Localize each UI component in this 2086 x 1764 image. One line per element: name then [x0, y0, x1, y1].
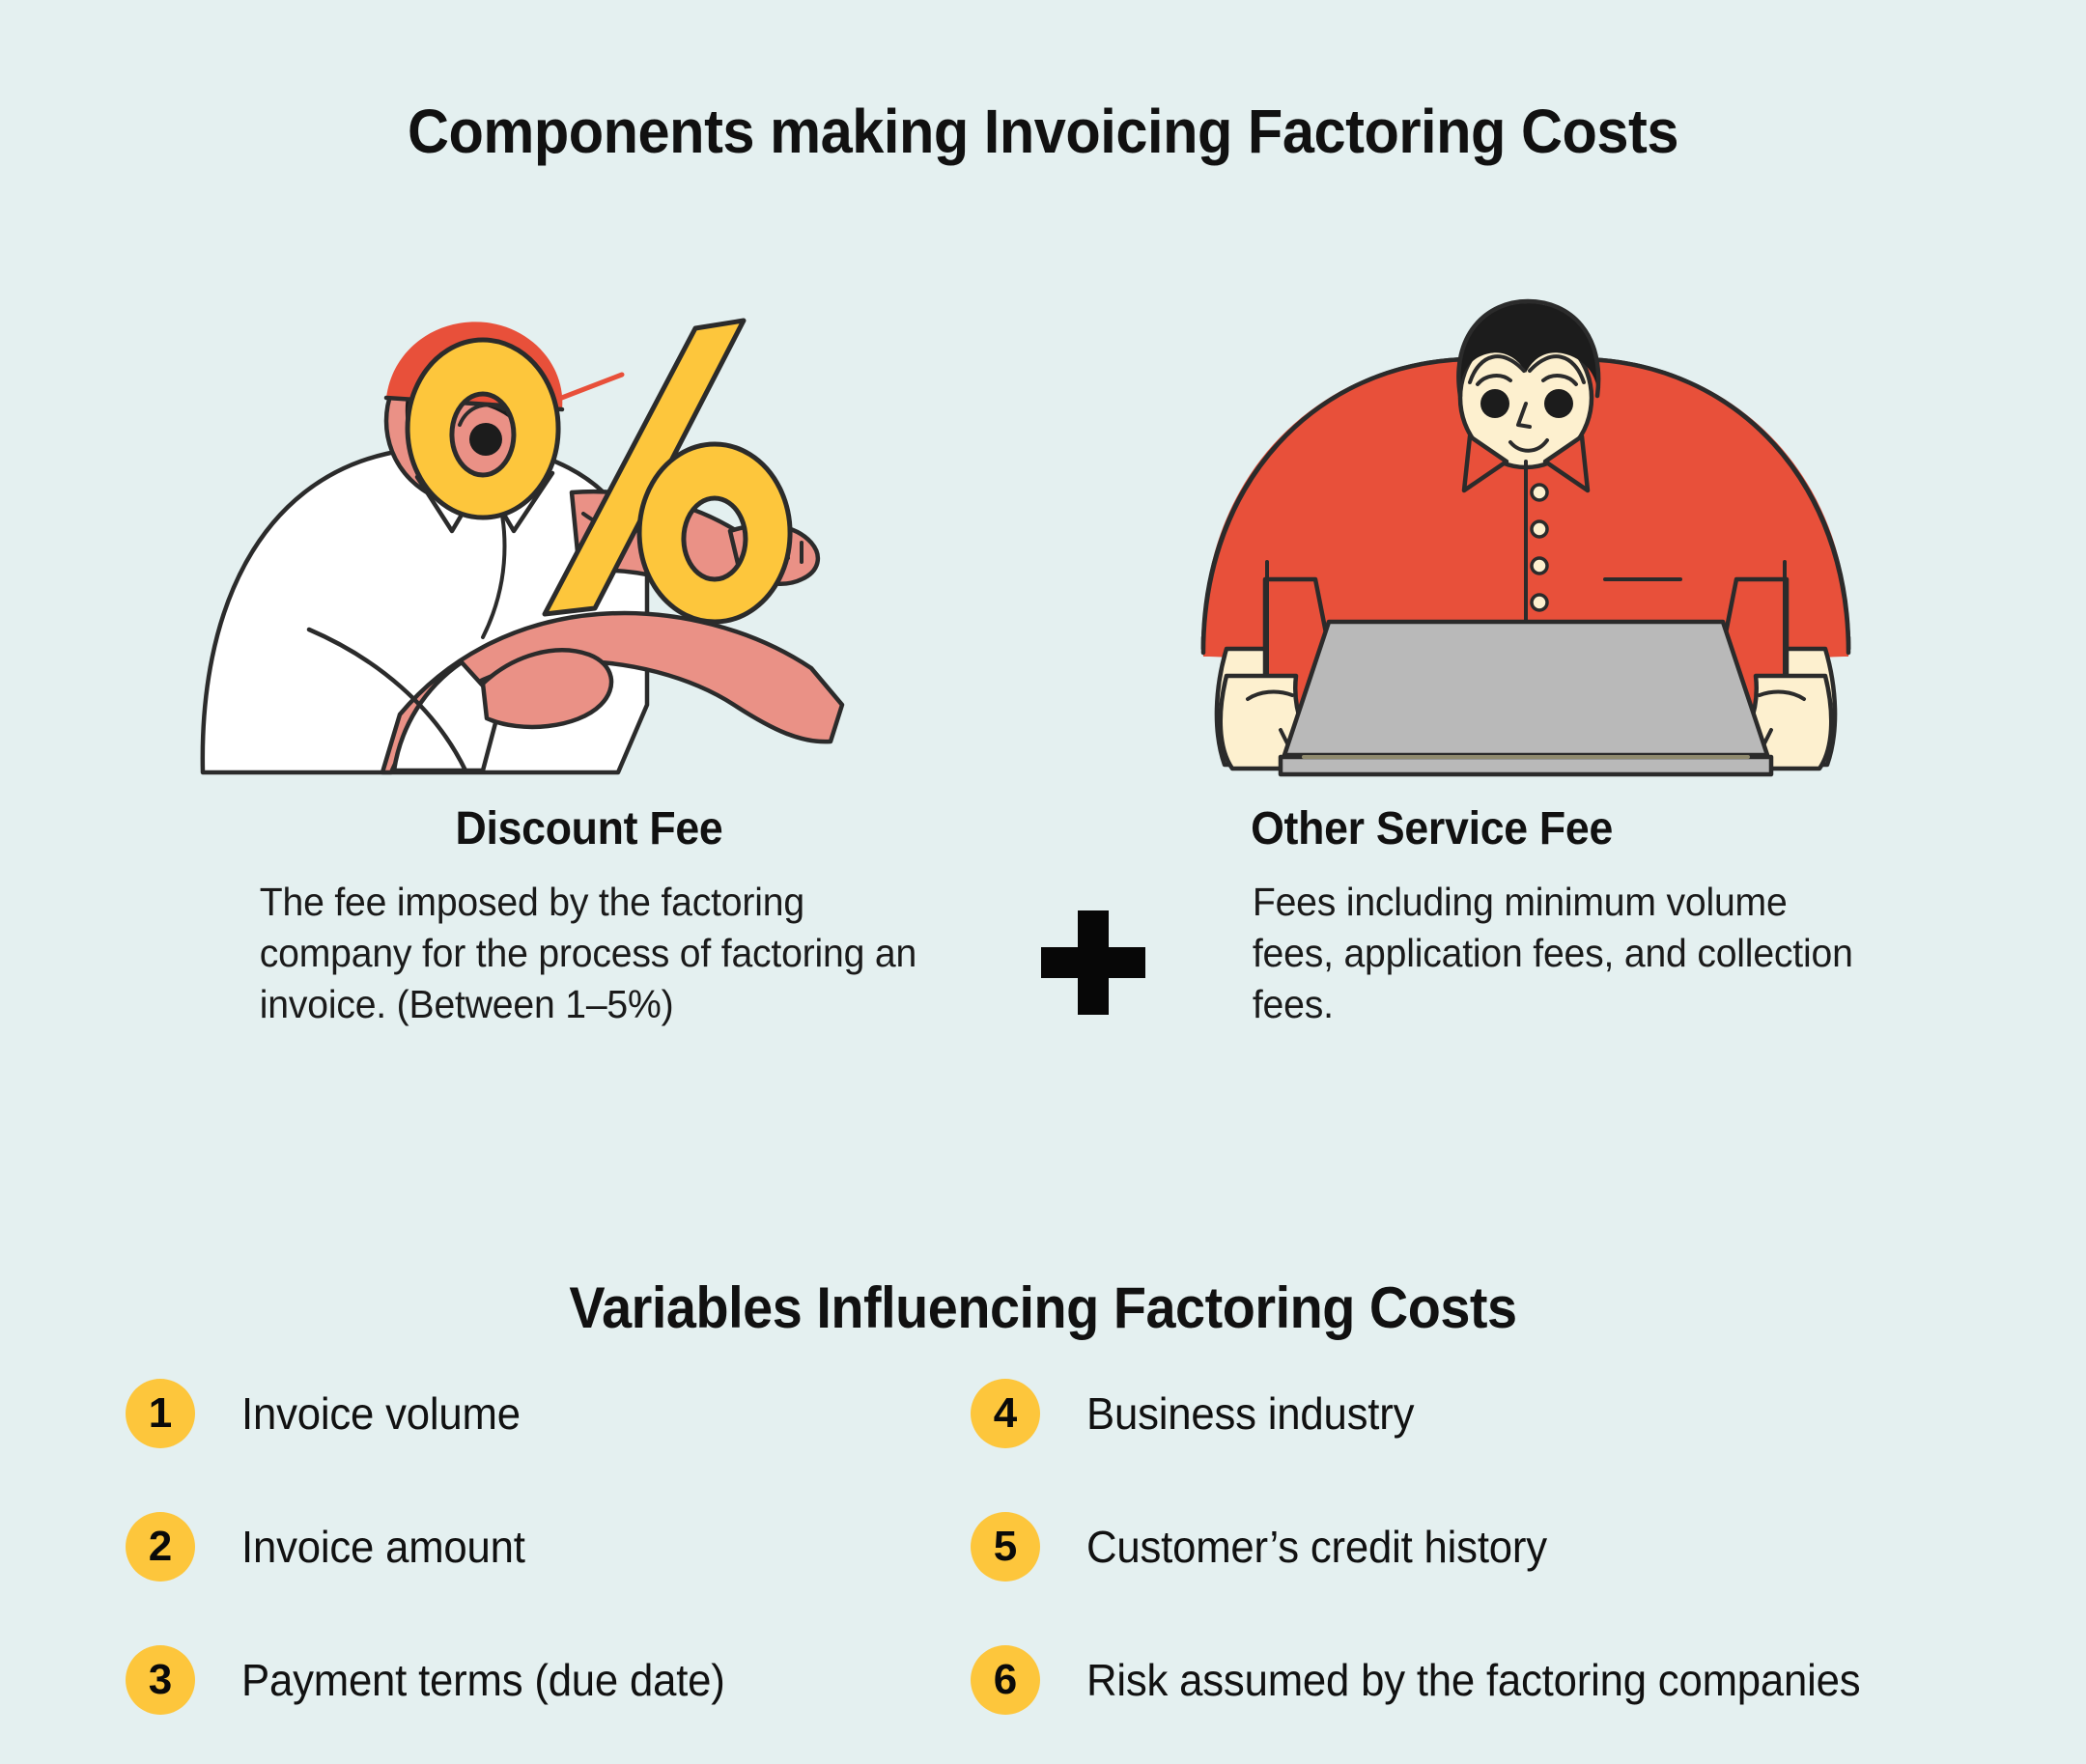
list-item-label: Business industry	[1086, 1388, 1415, 1439]
variables-list: 1 Invoice volume 2 Invoice amount 3 Paym…	[0, 1347, 2086, 1733]
list-item: 3 Payment terms (due date)	[126, 1613, 956, 1747]
variables-column-left: 1 Invoice volume 2 Invoice amount 3 Paym…	[126, 1347, 956, 1747]
laptop-man-svg	[1200, 298, 1851, 777]
number-badge: 2	[126, 1512, 195, 1582]
list-item: 4 Business industry	[971, 1347, 2023, 1480]
list-item: 2 Invoice amount	[126, 1480, 956, 1613]
illustration-man-on-laptop	[1188, 290, 1980, 782]
number-badge: 4	[971, 1379, 1040, 1448]
component-description-other-service-fee: Fees including minimum volume fees, appl…	[1252, 879, 1853, 1027]
number-badge: 6	[971, 1645, 1040, 1715]
list-item-label: Invoice amount	[241, 1522, 525, 1572]
plus-vertical-bar	[1078, 910, 1109, 1015]
section-title-variables: Variables Influencing Factoring Costs	[569, 1274, 1517, 1340]
number-badge: 1	[126, 1379, 195, 1448]
percent-symbol-icon	[405, 318, 793, 625]
list-item: 5 Customer’s credit history	[971, 1480, 2023, 1613]
number-badge: 5	[971, 1512, 1040, 1582]
plus-operator-icon	[1041, 910, 1145, 1015]
component-discount-fee: Discount Fee The fee imposed by the fact…	[193, 290, 985, 1120]
illustration-man-holding-percent-sign	[193, 290, 985, 782]
page-title: Components making Invoicing Factoring Co…	[407, 96, 1679, 166]
component-other-service-fee: Other Service Fee Fees including minimum…	[1188, 290, 1980, 1120]
list-item-label: Payment terms (due date)	[241, 1655, 725, 1705]
component-title-discount-fee: Discount Fee	[455, 803, 723, 854]
list-item-label: Customer’s credit history	[1086, 1522, 1547, 1572]
component-description-discount-fee: The fee imposed by the factoring company…	[259, 879, 917, 1027]
list-item: 1 Invoice volume	[126, 1347, 956, 1480]
component-title-other-service-fee: Other Service Fee	[1251, 803, 1614, 854]
number-badge: 3	[126, 1645, 195, 1715]
components-row: Discount Fee The fee imposed by the fact…	[0, 290, 2086, 1120]
list-item-label: Risk assumed by the factoring companies	[1086, 1655, 1861, 1705]
list-item-label: Invoice volume	[241, 1388, 521, 1439]
percent-man-svg	[200, 318, 845, 775]
variables-column-right: 4 Business industry 5 Customer’s credit …	[971, 1347, 2023, 1747]
list-item: 6 Risk assumed by the factoring companie…	[971, 1613, 2023, 1747]
